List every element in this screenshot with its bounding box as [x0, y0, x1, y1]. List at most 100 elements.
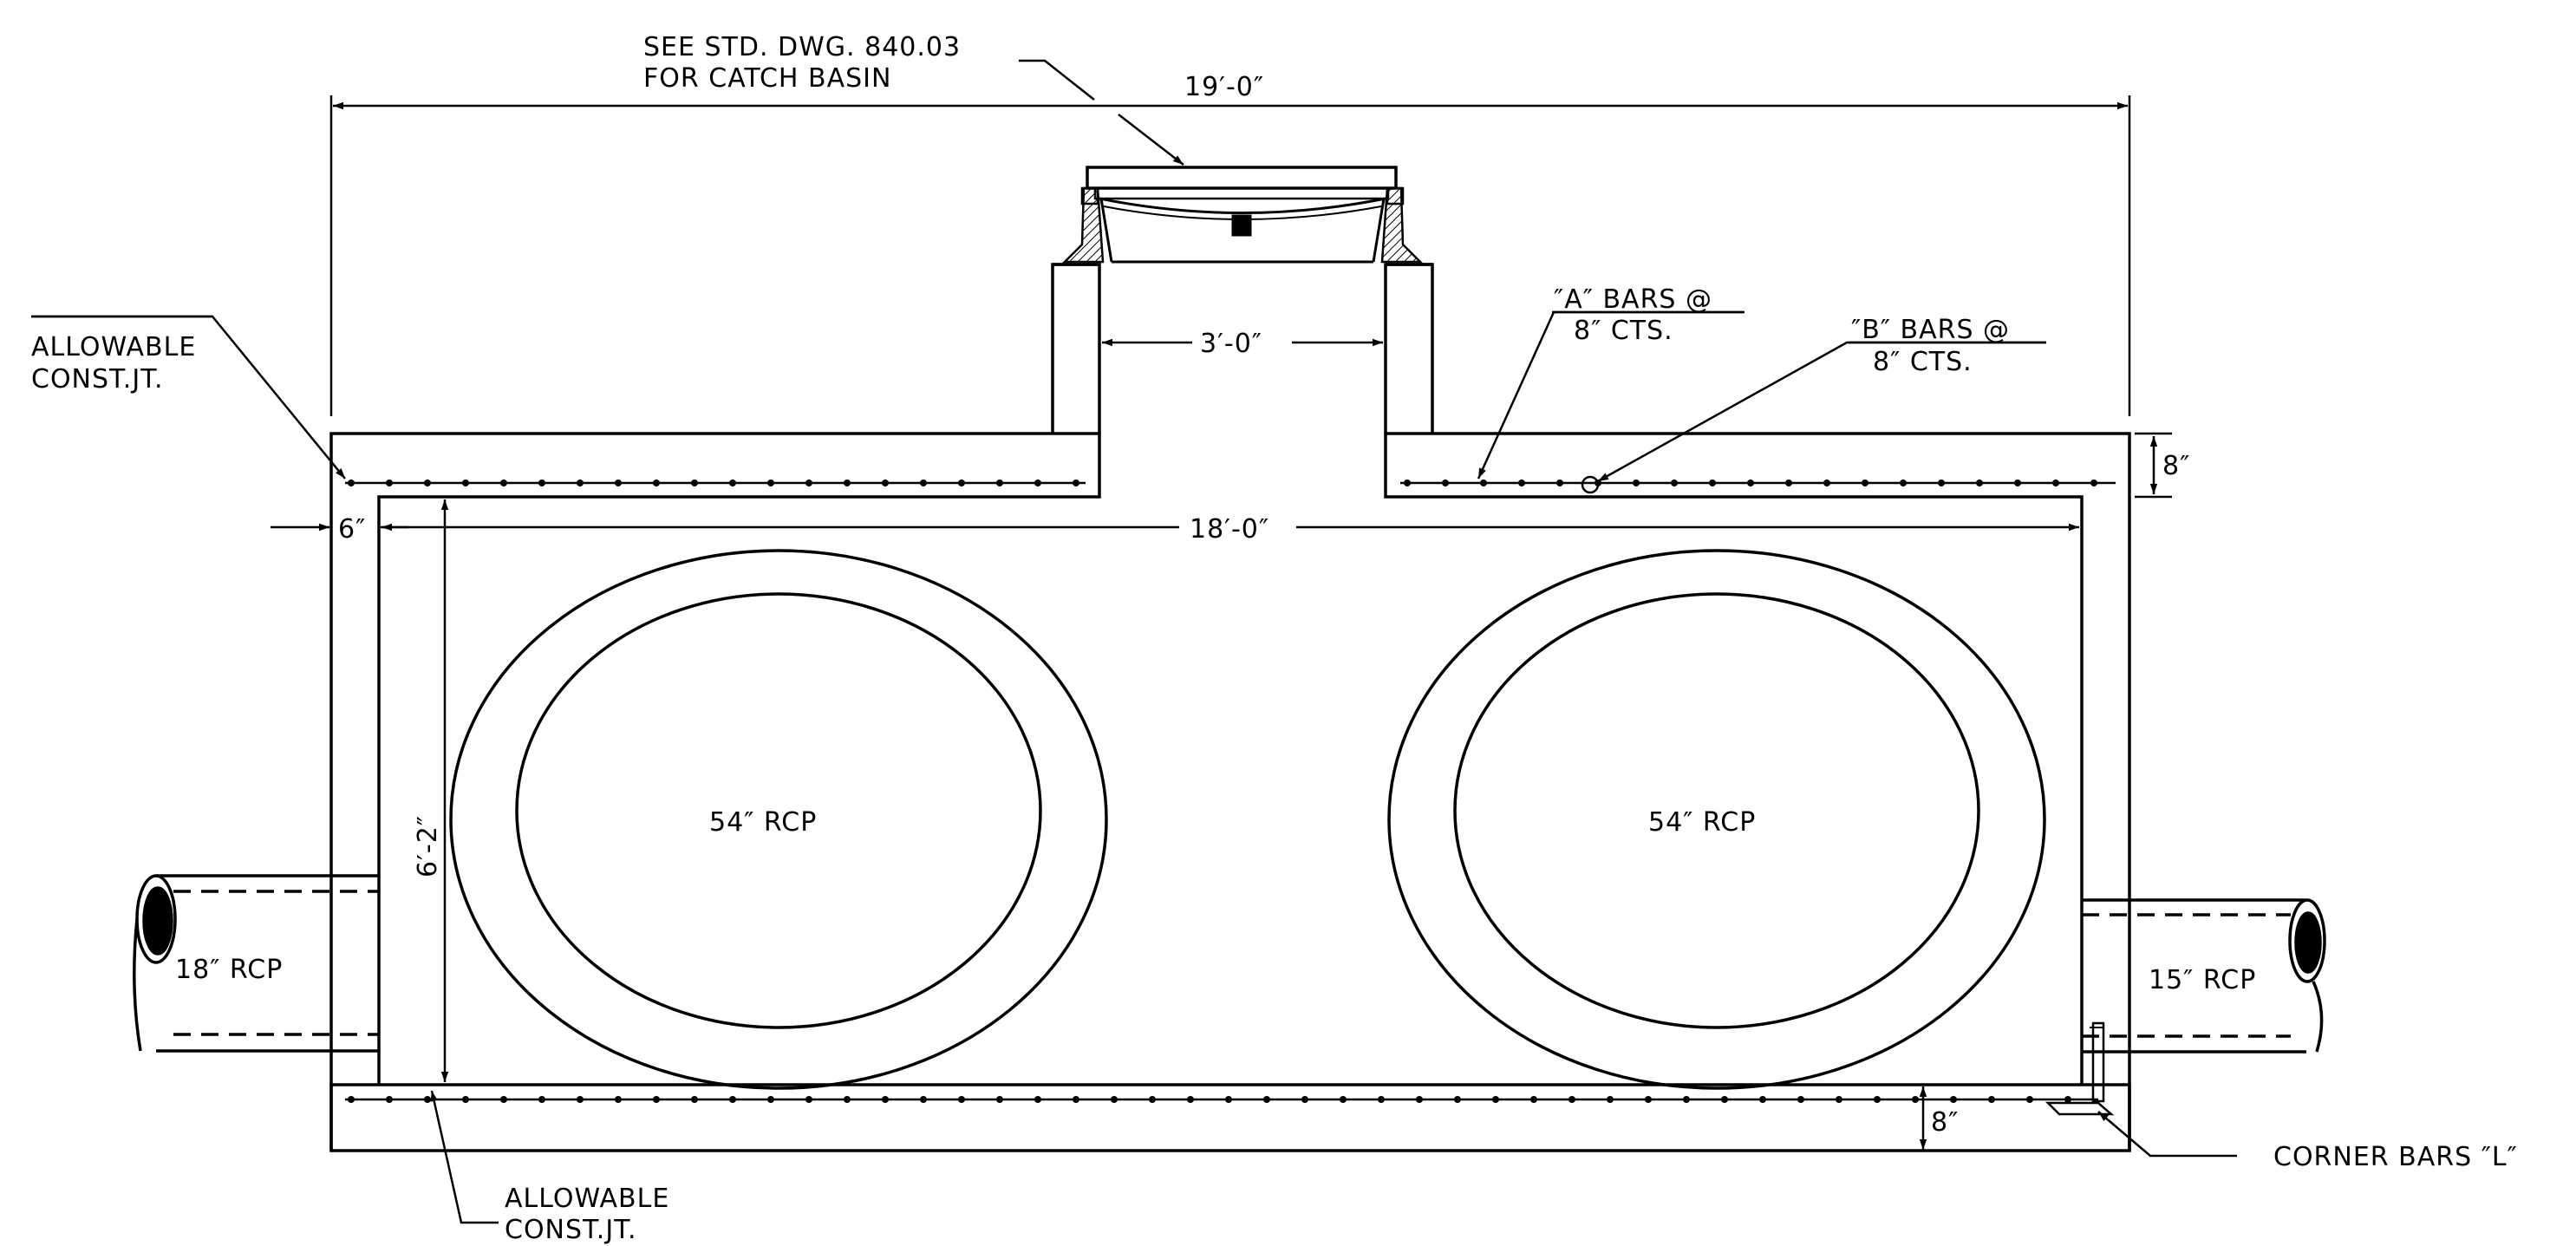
rebar-dot: [805, 479, 812, 486]
rebar-dot: [805, 1096, 812, 1103]
rebar-dot: [1301, 1096, 1308, 1103]
frame-and-grate: [1061, 166, 1424, 264]
rebar-dot: [1709, 479, 1716, 486]
rebar-dot: [1671, 479, 1678, 486]
const-jt-top-line2: CONST.JT.: [31, 364, 164, 395]
rebar-dot: [767, 479, 774, 486]
rebar-dot: [2026, 1096, 2033, 1103]
overall-width-dimension: 19′-0″: [1184, 72, 1264, 102]
corner-bar-l: [2044, 1021, 2115, 1116]
top-slab-rebar-left: [345, 479, 1086, 486]
left-54-rcp-pipe: [449, 549, 1108, 1090]
rebar-dot: [958, 479, 965, 486]
rebar-dot: [1530, 1096, 1537, 1103]
box-structure: [329, 263, 2131, 1152]
rebar-dot: [1404, 479, 1411, 486]
rebar-dot: [691, 479, 698, 486]
rebar-dot: [1073, 1096, 1079, 1103]
top-slab-right: [1384, 432, 2131, 1151]
a-bars-note-line1: ″A″ BARS @: [1554, 284, 1712, 315]
rebar-dot: [920, 1096, 927, 1103]
rebar-dot: [920, 479, 927, 486]
rebar-dot: [1747, 479, 1754, 486]
rebar-dot: [1454, 1096, 1461, 1103]
rebar-dot: [2014, 479, 2021, 486]
top-slab-thickness-dimension: 8″: [2162, 451, 2190, 481]
rebar-dot: [1900, 479, 1907, 486]
rebar-dot: [1797, 1096, 1804, 1103]
rebar-dot: [729, 479, 736, 486]
rebar-dot: [1480, 479, 1487, 486]
rebar-dot: [1568, 1096, 1575, 1103]
rebar-dot: [2090, 479, 2097, 486]
right-15-rcp-pipe: [2082, 898, 2326, 1054]
rebar-dot: [424, 1096, 431, 1103]
rebar-dot: [1785, 479, 1792, 486]
rebar-dot: [653, 1096, 660, 1103]
rebar-dot: [1416, 1096, 1423, 1103]
rebar-dot: [1225, 1096, 1232, 1103]
rebar-dot: [1633, 479, 1640, 486]
rebar-dot: [462, 1096, 469, 1103]
rebar-dot: [1874, 1096, 1881, 1103]
left-big-pipe-label: 54″ RCP: [709, 807, 817, 838]
inside-height-dimension: 6′-2″: [413, 815, 443, 877]
rebar-dot: [1950, 1096, 1957, 1103]
a-bars-note-line2: 8″ CTS.: [1574, 316, 1673, 346]
inside-width-dimension: 18′-0″: [1190, 514, 1269, 545]
dimension-lines: [271, 95, 2172, 1150]
rebar-dot: [1645, 1096, 1652, 1103]
rebar-dot: [1862, 479, 1868, 486]
rebar-dot: [348, 1096, 355, 1103]
std-dwg-note-line2: FOR CATCH BASIN: [643, 63, 891, 94]
right-small-pipe-label: 15″ RCP: [2149, 965, 2256, 995]
left-small-pipe-label: 18″ RCP: [175, 955, 283, 985]
rebar-dot: [538, 1096, 545, 1103]
right-54-rcp-pipe: [1387, 549, 2046, 1090]
rebar-dot: [1976, 479, 1983, 486]
rebar-dot: [615, 479, 622, 486]
rebar-dot: [729, 1096, 736, 1103]
const-jt-bottom-line2: CONST.JT.: [505, 1215, 637, 1245]
const-jt-top-line1: ALLOWABLE: [31, 332, 196, 362]
rebar-dot: [1938, 479, 1945, 486]
rebar-dot: [996, 1096, 1003, 1103]
b-bars-note-line1: ″B″ BARS @: [1851, 315, 2010, 345]
rebar-dot: [1823, 479, 1830, 486]
const-jt-bottom-line1: ALLOWABLE: [505, 1184, 669, 1214]
rebar-dot: [577, 479, 584, 486]
left-18-rcp-pipe: [133, 874, 379, 1053]
rebar-dot: [1442, 479, 1449, 486]
leader-lines: [31, 59, 2237, 1224]
std-dwg-note-line1: SEE STD. DWG. 840.03: [643, 32, 961, 62]
rebar-dot: [691, 1096, 698, 1103]
rebar-dot: [2064, 1096, 2071, 1103]
rebar-dot: [1556, 479, 1563, 486]
riser-right: [1384, 263, 1434, 434]
rebar-dot: [500, 479, 507, 486]
rebar-dot: [577, 1096, 584, 1103]
rebar-dot: [882, 1096, 889, 1103]
rebar-dot: [1759, 1096, 1766, 1103]
rebar-dot: [1340, 1096, 1347, 1103]
rebar-dot: [1111, 1096, 1118, 1103]
bottom-slab-rebar: [345, 1096, 2098, 1103]
rebar-dot: [1378, 1096, 1385, 1103]
rebar-dot: [500, 1096, 507, 1103]
rebar-dot: [615, 1096, 622, 1103]
rebar-dot: [1034, 479, 1041, 486]
top-slab-left: [329, 432, 1101, 1151]
rebar-dot: [2052, 479, 2059, 486]
top-slab-rebar-right: [1400, 475, 2116, 494]
rebar-dot: [882, 479, 889, 486]
rebar-dot: [386, 1096, 393, 1103]
rebar-dot: [1263, 1096, 1270, 1103]
rebar-dot: [996, 479, 1003, 486]
rebar-dot: [1073, 479, 1079, 486]
rebar-dot: [1721, 1096, 1728, 1103]
rebar-dot: [844, 479, 851, 486]
rebar-dot: [1518, 479, 1525, 486]
rebar-dot: [424, 479, 431, 486]
rebar-dot: [1492, 1096, 1499, 1103]
